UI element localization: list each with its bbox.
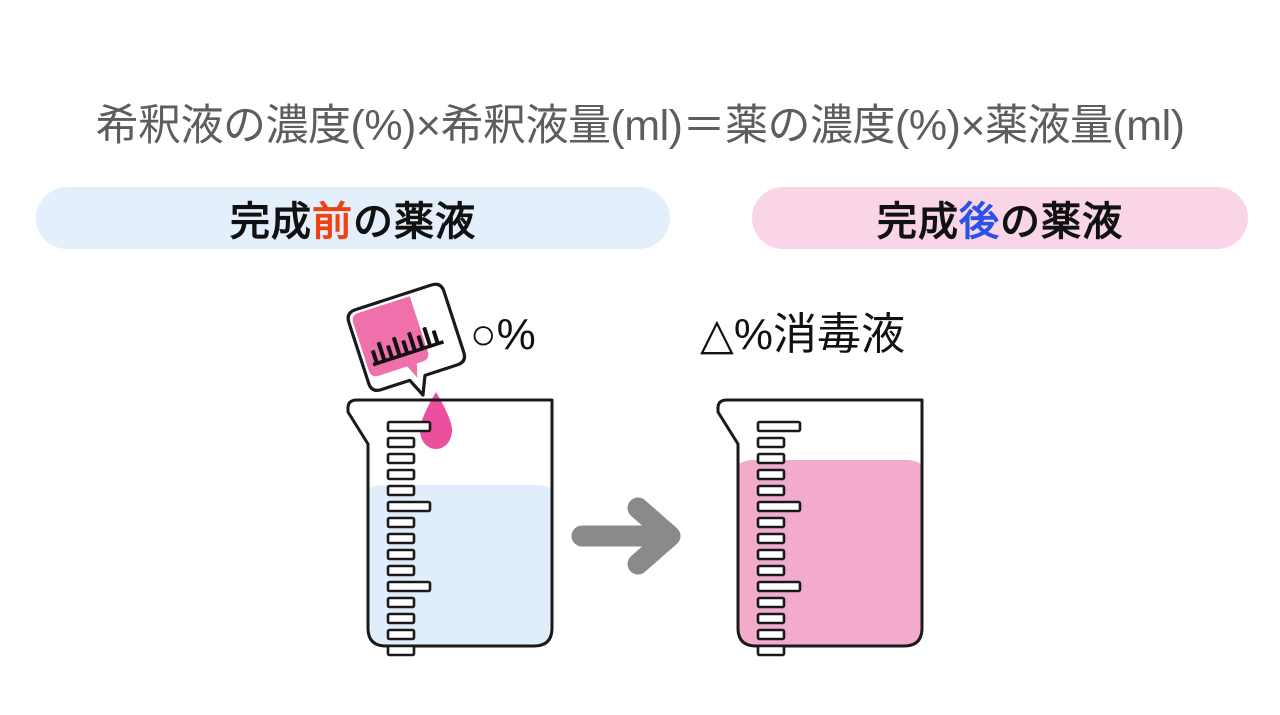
pill-before-suffix: の薬液	[353, 200, 476, 244]
label-pill-after: 完成後の薬液	[752, 187, 1248, 249]
beaker-after	[700, 392, 940, 667]
result-concentration-label: △%消毒液	[700, 310, 905, 359]
pill-before-highlight: 前	[312, 200, 353, 244]
measuring-cup-icon	[340, 282, 470, 408]
dilution-formula: 希釈液の濃度(%)×希釈液量(ml)＝薬の濃度(%)×薬液量(ml)	[95, 102, 1186, 150]
right-arrow-icon	[571, 497, 688, 575]
liquid-drop-icon	[414, 390, 458, 452]
label-pill-before: 完成前の薬液	[36, 187, 670, 249]
pill-before-prefix: 完成	[230, 200, 312, 244]
pill-after-highlight: 後	[959, 200, 1000, 244]
pill-after-prefix: 完成	[877, 200, 959, 244]
beaker-before	[330, 392, 570, 667]
pill-after-suffix: の薬液	[1000, 200, 1123, 244]
source-concentration-label: ○%	[470, 310, 536, 359]
